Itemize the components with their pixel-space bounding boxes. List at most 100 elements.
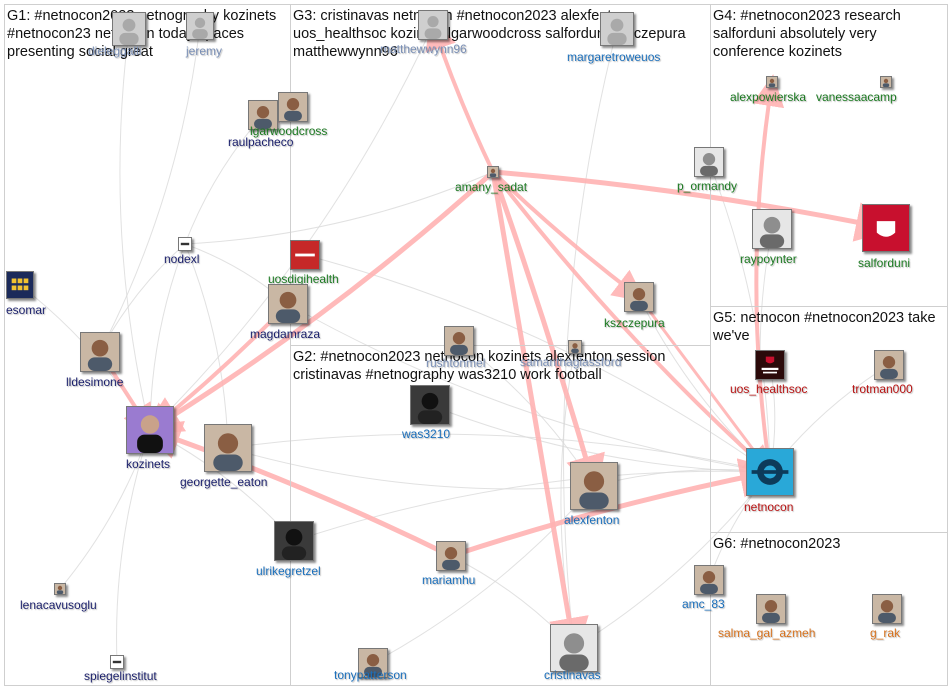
edge-netnocon-to-alexpowierska [752, 74, 785, 473]
esomar-avatar[interactable] [6, 271, 34, 299]
netnocon-label: netnocon [744, 500, 794, 514]
was3210-label: was3210 [402, 427, 451, 441]
trotman000-avatar[interactable] [874, 350, 904, 380]
amany-sadat-label: amany_sadat [455, 180, 528, 194]
g-rak-avatar[interactable] [872, 594, 902, 624]
edge-amany_sadat-to-salforduni [492, 169, 896, 242]
group-title-g4: G4: #netnocon2023 research salforduni ab… [713, 8, 901, 60]
kozinets-avatar[interactable] [126, 406, 174, 454]
group-box-g2 [290, 345, 711, 686]
tonypatterson-label: tonypatterson [334, 668, 407, 682]
salforduni-label: salforduni [858, 256, 911, 270]
georgette-eaton-avatar[interactable] [204, 424, 252, 472]
edge-ulrikegretzel-to-netnocon [293, 470, 771, 542]
raypoynter-avatar[interactable] [752, 209, 792, 249]
edge-tonypatterson-to-alexfenton [372, 485, 595, 664]
lgarwoodcross-label: lgarwoodcross [250, 124, 328, 138]
spiegelinstitut-label: spiegelinstitut [84, 669, 157, 683]
raypoynter-label: raypoynter [740, 252, 797, 266]
alexpowierska-label: alexpowierska [730, 90, 807, 104]
edge-margaretroweuos-to-cristinavas [562, 28, 618, 649]
magdamraza-avatar[interactable] [268, 284, 308, 324]
margaretroweuos-label: margaretroweuos [567, 50, 661, 64]
edge-amany_sadat-to-kszczepura [491, 170, 646, 302]
g-rak-label: g_rak [870, 626, 901, 640]
mariamhu-label: mariamhu [422, 573, 476, 587]
amc-83-avatar[interactable] [694, 565, 724, 595]
nodexl-avatar[interactable] [178, 237, 192, 251]
rushtonmel-label: rushtonmel [426, 356, 486, 370]
group-box-g6 [710, 532, 948, 686]
amany-sadat-avatar[interactable] [487, 166, 499, 178]
dieleg-label: dieleggalli [88, 44, 142, 58]
salforduni-avatar[interactable] [862, 204, 910, 252]
uosdigihealth-avatar[interactable] [290, 240, 320, 270]
edge-amany_sadat-to-kozinets [141, 170, 495, 436]
ulrikegretzel-avatar[interactable] [274, 521, 314, 561]
trotman000-label: trotman000 [852, 382, 913, 396]
rushtonmel-avatar[interactable] [444, 326, 474, 356]
lldesimone-label: lldesimone [66, 375, 124, 389]
edge-georgette_eaton-to-netnocon [227, 433, 771, 473]
group-title-g1: G1: #netnocon2023 netnography kozinets #… [7, 8, 277, 60]
lgarwoodcross-avatar[interactable] [278, 92, 308, 122]
matthewwynn96-label: matthewwynn96 [380, 42, 467, 56]
alexfenton-label: alexfenton [564, 513, 620, 527]
georgette-eaton-label: georgette_eaton [180, 475, 268, 489]
lenacavusoglu-avatar[interactable] [54, 583, 66, 595]
ulrikegretzel-label: ulrikegretzel [256, 564, 321, 578]
edge-amany_sadat-to-cristinavas [490, 171, 589, 658]
cristinavas-label: cristinavas [544, 668, 601, 682]
p-ormandy-avatar[interactable] [694, 147, 724, 177]
raulpacheco-label: raulpacheco [228, 135, 294, 149]
group-title-g3: G3: cristinavas netnocon #netnocon2023 a… [293, 8, 686, 60]
spiegelinstitut-avatar[interactable] [110, 655, 124, 669]
salma-gal-azmeh-label: salma_gal_azmeh [718, 626, 816, 640]
margaretroweuos-avatar[interactable] [600, 12, 634, 46]
edge-nodexl-to-georgette_eaton [184, 243, 229, 449]
group-title-g2: G2: #netnocon2023 netnocon kozinets alex… [293, 349, 666, 383]
jeremy-avatar[interactable] [186, 12, 214, 40]
uos-healthsoc-label: uos_healthsoc [730, 382, 808, 396]
amc-83-label: amc_83 [682, 597, 725, 611]
was3210-avatar[interactable] [410, 385, 450, 425]
esomar-label: esomar [6, 303, 47, 317]
alexpowierska-avatar[interactable] [766, 76, 778, 88]
cristinavas-avatar[interactable] [550, 624, 598, 672]
lenacavusoglu-label: lenacavusoglu [20, 598, 97, 612]
netnocon-avatar[interactable] [746, 448, 794, 496]
samanthaglassford-avatar[interactable] [568, 340, 582, 354]
edge-dieleg-to-kozinets [119, 28, 151, 431]
edge-amany_sadat-to-netnocon [491, 170, 776, 478]
magdamraza-label: magdamraza [250, 327, 321, 341]
dieleg-avatar[interactable] [112, 12, 146, 46]
salma-gal-azmeh-avatar[interactable] [756, 594, 786, 624]
lldesimone-avatar[interactable] [80, 332, 120, 372]
uosdigihealth-label: uosdigihealth [268, 272, 339, 286]
edge-jeremy-to-lldesimone [99, 25, 201, 353]
uos-healthsoc-avatar[interactable] [755, 350, 785, 380]
samanthaglassford-label: samanthaglassford [520, 355, 622, 369]
edge-amany_sadat-to-nodexl [184, 171, 494, 245]
tonypatterson-avatar[interactable] [358, 648, 388, 678]
edge-amany_sadat-to-alexfenton [490, 171, 605, 496]
raulpacheco-avatar[interactable] [248, 100, 278, 130]
kszczepura-avatar[interactable] [624, 282, 654, 312]
p-ormandy-label: p_ormandy [677, 179, 738, 193]
edge-cristinavas-to-netnocon [573, 471, 771, 649]
kozinets-label: kozinets [126, 457, 171, 471]
vanessaacamp-avatar[interactable] [880, 76, 892, 88]
matthewwynn96-avatar[interactable] [418, 10, 448, 40]
edge-amany_sadat-to-matthewwynn96 [425, 17, 495, 173]
kszczepura-label: kszczepura [604, 316, 665, 330]
jeremy-label: jeremy [186, 44, 223, 58]
edge-magdamraza-to-netnocon [287, 303, 771, 473]
group-title-g5: G5: netnocon #netnocon2023 take we've [713, 310, 936, 344]
alexfenton-avatar[interactable] [570, 462, 618, 510]
nodexl-label: nodexl [164, 252, 200, 266]
vanessaacamp-label: vanessaacamp [816, 90, 897, 104]
group-title-g6: G6: #netnocon2023 [713, 536, 841, 552]
mariamhu-avatar[interactable] [436, 541, 466, 571]
edge-mariamhu-to-kozinets [140, 421, 453, 559]
